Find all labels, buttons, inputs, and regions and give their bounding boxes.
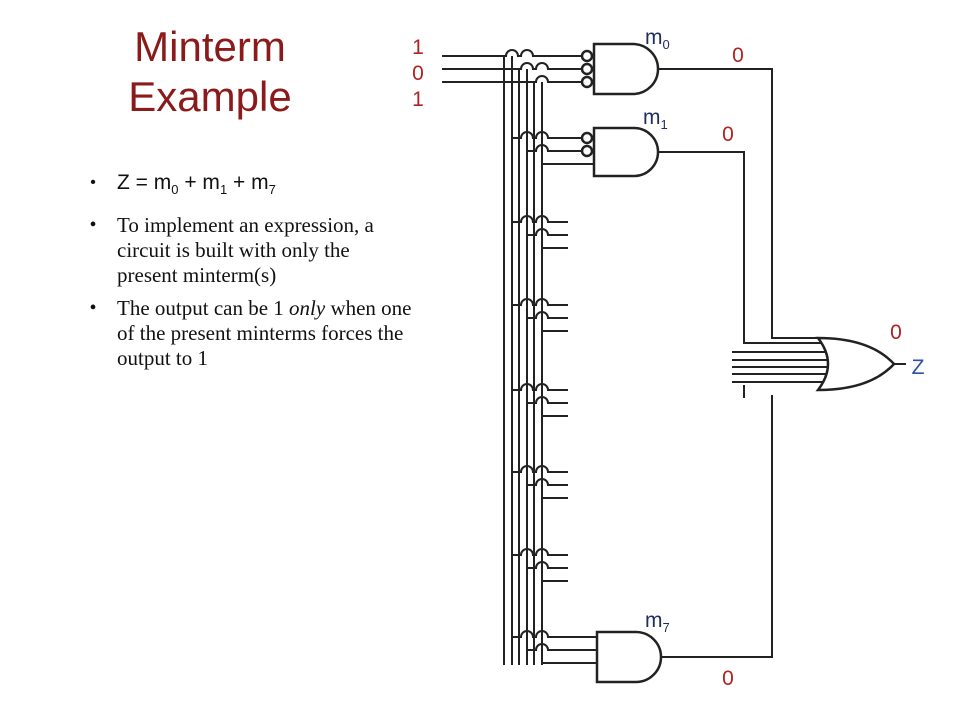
gate-input-wire bbox=[512, 465, 568, 473]
title-line-2: Example bbox=[128, 73, 292, 120]
and-gate-m7 bbox=[595, 630, 663, 684]
gate-input-wire bbox=[512, 630, 568, 638]
gate-m1-label: m1 bbox=[643, 106, 668, 132]
m1-output-wire bbox=[658, 151, 822, 344]
bullet-dot: • bbox=[90, 174, 96, 191]
gate-m0-output-value: 0 bbox=[732, 44, 744, 67]
gate-input-wire bbox=[527, 144, 568, 152]
title-line-1: Minterm bbox=[134, 23, 286, 70]
gate-input-wire bbox=[512, 383, 568, 391]
gate-input-wire bbox=[527, 561, 568, 569]
bullet-implement: • To implement an expression, a circuit … bbox=[85, 213, 415, 288]
slide-title: Minterm Example bbox=[60, 22, 360, 122]
inversion-bubble bbox=[580, 144, 594, 158]
gate-input-wire bbox=[527, 311, 568, 319]
gate-m0-label: m0 bbox=[645, 26, 670, 52]
gate-input-wire bbox=[527, 228, 568, 236]
inversion-bubble bbox=[580, 62, 594, 76]
input-wire bbox=[442, 62, 585, 70]
gate-input-wire bbox=[527, 478, 568, 486]
gate-m7-label: m7 bbox=[645, 609, 670, 635]
circuit-wires bbox=[442, 49, 906, 665]
gate-m1-output-value: 0 bbox=[722, 123, 734, 146]
m7-output-wire bbox=[661, 395, 773, 658]
input-a-value: 1 bbox=[412, 36, 424, 59]
inversion-bubble bbox=[580, 49, 594, 63]
output-z-label: Z bbox=[912, 356, 925, 379]
gate-input-wire bbox=[512, 215, 568, 223]
bullet-equation: • Z = m0 + m1 + m7 bbox=[85, 168, 415, 205]
or-gate bbox=[815, 336, 896, 392]
bullet-output: • The output can be 1 only when one of t… bbox=[85, 296, 415, 371]
gate-input-wire bbox=[527, 643, 568, 651]
bullet-dot: • bbox=[89, 214, 97, 236]
gate-input-wire bbox=[527, 396, 568, 404]
gate-m7-output-value: 0 bbox=[722, 667, 734, 690]
m0-output-wire bbox=[658, 68, 820, 339]
bullet-list: • Z = m0 + m1 + m7 • To implement an exp… bbox=[85, 168, 415, 379]
inversion-bubble bbox=[580, 75, 594, 89]
input-wire bbox=[442, 75, 585, 83]
gate-input-wire bbox=[512, 298, 568, 306]
input-wire bbox=[442, 49, 585, 57]
bullet-dot: • bbox=[89, 297, 97, 319]
or-output-value: 0 bbox=[890, 321, 902, 344]
inversion-bubble bbox=[580, 131, 594, 145]
gate-input-wire bbox=[512, 131, 568, 139]
bullet-output-text: The output can be 1 only when one of the… bbox=[117, 296, 412, 370]
bullet-implement-text: To implement an expression, a circuit is… bbox=[117, 213, 374, 287]
input-b-value: 0 bbox=[412, 62, 424, 85]
gate-input-wire bbox=[512, 548, 568, 556]
and-gate-m1 bbox=[592, 126, 660, 178]
circuit-gates bbox=[580, 42, 896, 684]
input-c-value: 1 bbox=[412, 88, 424, 111]
and-gate-m0 bbox=[592, 42, 660, 96]
equation-text: Z = m0 + m1 + m7 bbox=[117, 171, 276, 197]
